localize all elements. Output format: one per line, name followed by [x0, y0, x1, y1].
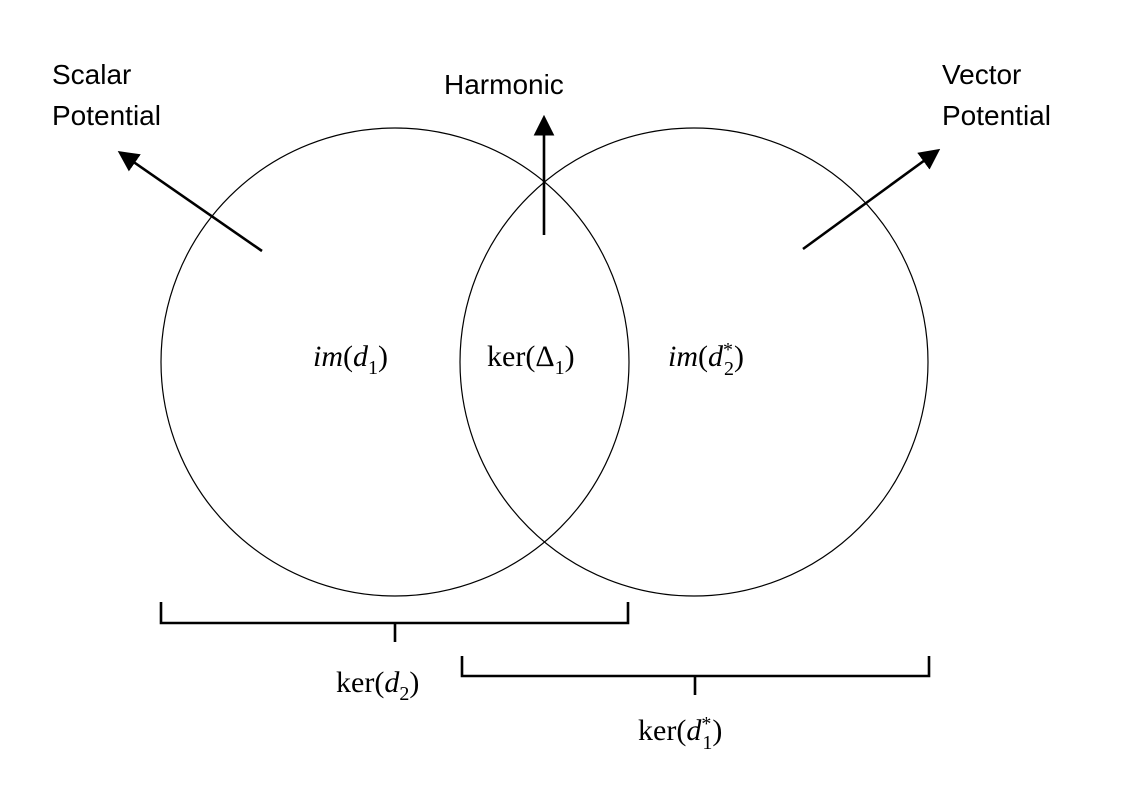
kernel-d1-star-sub: 1	[702, 732, 712, 754]
kernel-d1-star-func: ker	[638, 714, 676, 747]
kernel-laplacian-open: (	[525, 340, 535, 373]
image-d1-sub: 1	[368, 357, 378, 379]
image-d2-star-func: im	[668, 340, 698, 373]
kernel-d2-func: ker	[336, 666, 374, 699]
image-d1-close: )	[378, 340, 388, 373]
vector-potential-arrow	[802, 148, 941, 251]
right-circle	[459, 127, 929, 597]
image-d1-label: im(d1)	[313, 340, 388, 379]
kernel-d2-var: d	[384, 666, 400, 699]
image-d2-star-sub: 2	[724, 358, 734, 380]
left-bracket	[159, 602, 630, 642]
image-d1-var: d	[353, 340, 369, 373]
scalar-label-line2: Potential	[52, 100, 161, 131]
scalar-potential-arrow	[117, 151, 263, 253]
image-d2-star-open: (	[698, 340, 708, 373]
kernel-laplacian-func: ker	[487, 340, 525, 373]
kernel-d2-label: ker(d2)	[336, 666, 419, 705]
image-d1-func: im	[313, 340, 343, 373]
scalar-potential-label: Scalar Potential	[52, 59, 161, 131]
kernel-d2-open: (	[374, 666, 384, 699]
kernel-d1-star-label: ker(d*1)	[638, 713, 722, 754]
kernel-d1-star-open: (	[676, 714, 686, 747]
scalar-label-line1: Scalar	[52, 59, 131, 90]
vector-label-line1: Vector	[942, 59, 1021, 90]
kernel-d2-sub: 2	[399, 683, 409, 705]
right-bracket	[460, 656, 931, 695]
vector-potential-label: Vector Potential	[942, 59, 1051, 131]
vector-label-line2: Potential	[942, 100, 1051, 131]
harmonic-label: Harmonic	[444, 69, 564, 100]
image-d2-star-close: )	[734, 340, 744, 373]
image-d2-star-sup: *	[723, 339, 733, 361]
kernel-d1-star-sup: *	[701, 713, 711, 735]
image-d2-star-var: d	[708, 340, 724, 373]
kernel-laplacian-var: Δ	[535, 340, 554, 373]
image-d1-open: (	[343, 340, 353, 373]
kernel-d2-close: )	[409, 666, 419, 699]
kernel-d1-star-close: )	[712, 714, 722, 747]
kernel-laplacian-sub: 1	[555, 357, 565, 379]
image-d2-star-label: im(d*2)	[668, 339, 744, 380]
kernel-laplacian-close: )	[565, 340, 575, 373]
left-circle	[160, 127, 630, 597]
kernel-laplacian-label: ker(Δ1)	[487, 340, 575, 379]
kernel-d1-star-var: d	[686, 714, 702, 747]
